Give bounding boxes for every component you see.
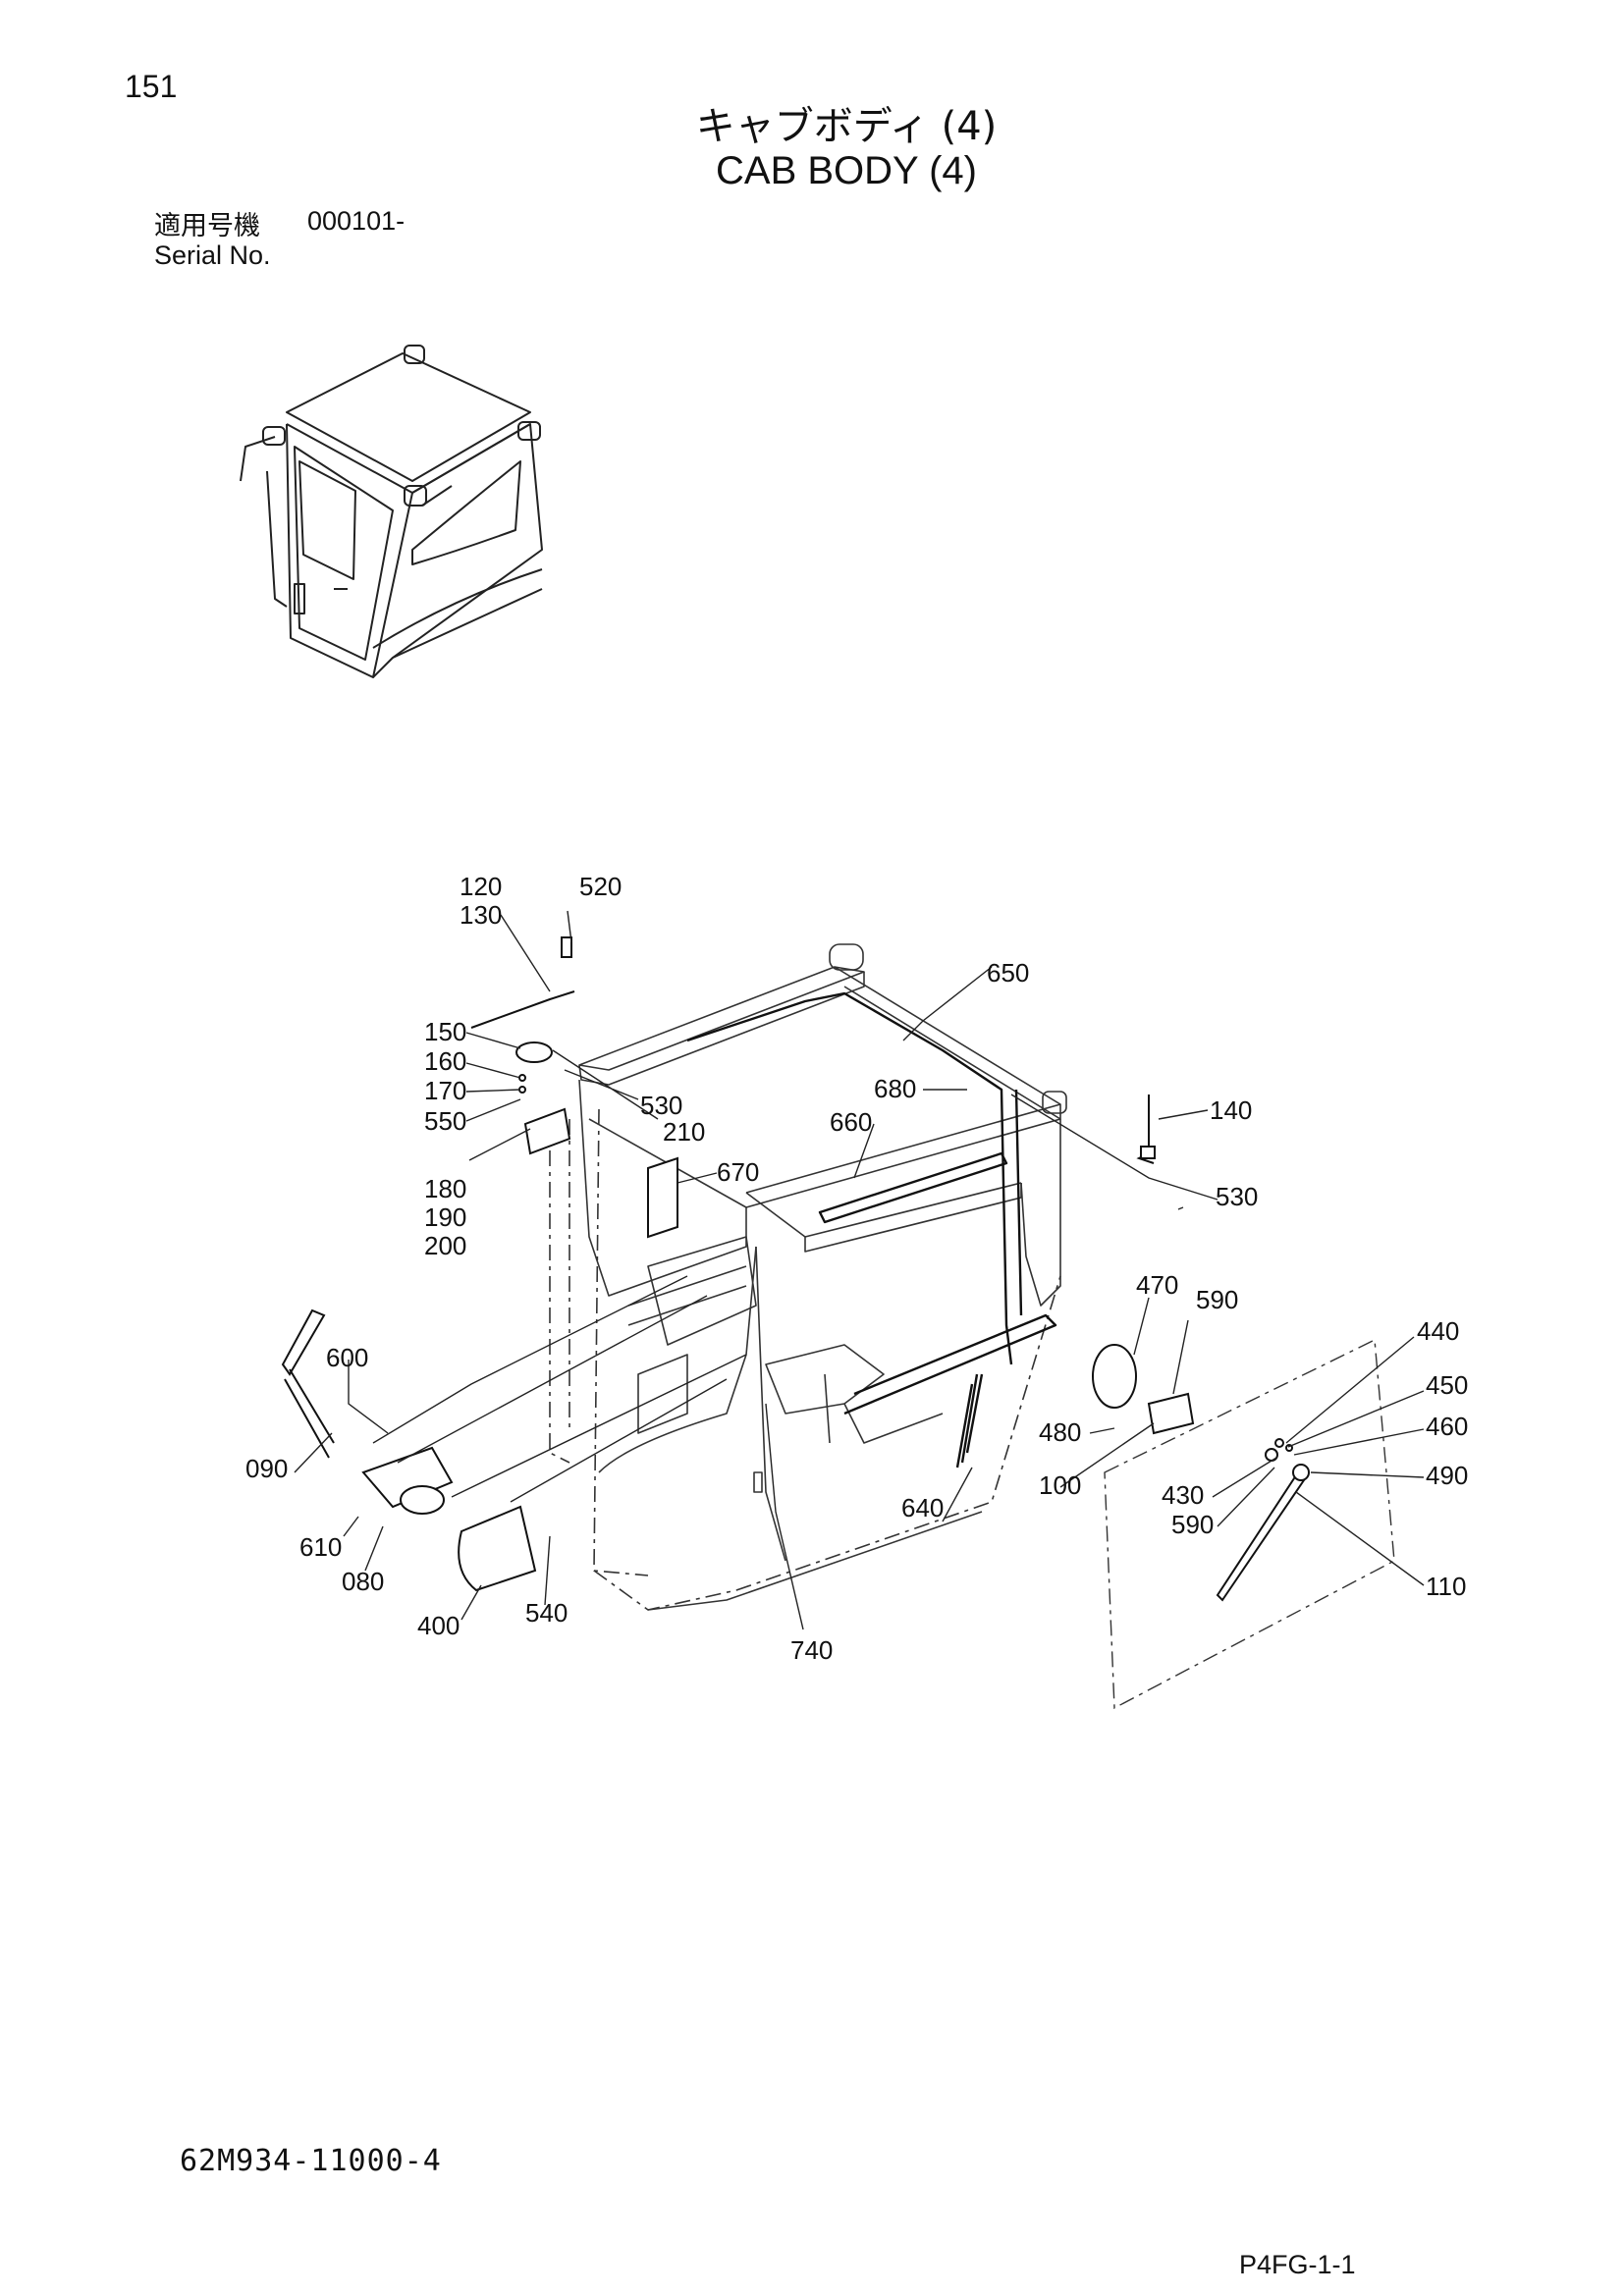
callout-470: 470: [1136, 1270, 1178, 1300]
serial-label-japanese: 適用号機: [154, 211, 260, 241]
antenna-mount: [561, 936, 572, 958]
front-wiper-arm: [281, 1308, 326, 1376]
serial-number-value: 000101-: [307, 206, 406, 236]
callout-530-top: 530: [640, 1091, 682, 1120]
callout-110: 110: [1426, 1572, 1466, 1601]
harness-650: [686, 991, 1023, 1365]
left-front-pillar: [578, 1079, 747, 1297]
callout-670: 670: [717, 1157, 759, 1187]
callout-400: 400: [417, 1611, 460, 1640]
callout-090: 090: [245, 1454, 288, 1483]
motor-cover: [458, 1505, 537, 1592]
harness-640: [955, 1373, 984, 1468]
callout-180: 180: [424, 1174, 466, 1203]
callout-140: 140: [1210, 1095, 1252, 1125]
roof-rear-beam: [578, 966, 865, 1071]
callout-440: 440: [1417, 1316, 1459, 1346]
callout-650: 650: [987, 958, 1029, 988]
page-number: 151: [125, 69, 178, 104]
rear-wiper-motor: [1147, 1392, 1195, 1435]
callout-100: 100: [1039, 1470, 1081, 1500]
callout-490: 490: [1426, 1461, 1468, 1490]
callout-740: 740: [790, 1635, 833, 1665]
callout-080: 080: [342, 1567, 384, 1596]
serial-label: Serial No.: [154, 240, 271, 270]
callout-590-bottom: 590: [1171, 1510, 1214, 1539]
callout-550: 550: [424, 1106, 466, 1136]
roof-front-beam: [745, 1103, 1061, 1238]
callout-160: 160: [424, 1046, 466, 1076]
callout-640: 640: [901, 1493, 944, 1522]
callout-660: 660: [830, 1107, 872, 1137]
rear-lamp: [1092, 1344, 1137, 1409]
callout-210: 210: [663, 1117, 705, 1147]
callout-190: 190: [424, 1202, 466, 1232]
page-code: P4FG-1-1: [1239, 2250, 1356, 2279]
rear-window-glass: [1104, 1338, 1395, 1710]
callout-150: 150: [424, 1017, 466, 1046]
callout-540: 540: [525, 1598, 568, 1628]
callout-170: 170: [424, 1076, 466, 1105]
bracket-670: [647, 1156, 678, 1239]
callout-200: 200: [424, 1231, 466, 1260]
room-lamp: [515, 1041, 553, 1063]
antenna-rod: [470, 990, 575, 1029]
callout-590-top: 590: [1196, 1285, 1238, 1314]
harness-740: [843, 1313, 1057, 1415]
callout-530-right: 530: [1216, 1182, 1258, 1211]
roof-side-beam: [834, 966, 1061, 1120]
callout-680: 680: [874, 1074, 916, 1103]
callout-480: 480: [1039, 1417, 1081, 1447]
callout-520: 520: [579, 872, 622, 901]
page-title-japanese: キャブボディ (4): [695, 104, 998, 149]
callout-460: 460: [1426, 1412, 1468, 1441]
callout-430: 430: [1162, 1480, 1204, 1510]
rear-wiper: [1216, 1470, 1308, 1602]
callout-120: 120: [460, 872, 502, 901]
page-title: CAB BODY (4): [716, 149, 977, 192]
callout-130: 130: [460, 900, 502, 930]
callout-610: 610: [299, 1532, 342, 1562]
document-code: 62M934-11000-4: [180, 2144, 442, 2178]
rear-mirror: [523, 1107, 571, 1155]
harness-660: [818, 1151, 1008, 1224]
callout-450: 450: [1426, 1370, 1468, 1400]
callout-600: 600: [326, 1343, 368, 1372]
